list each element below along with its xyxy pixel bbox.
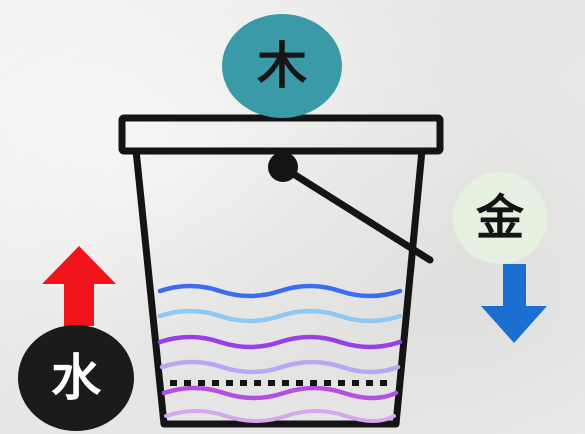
bucket-handle bbox=[280, 164, 434, 264]
water-wave-4 bbox=[159, 359, 401, 375]
metal-down-arrow-icon bbox=[481, 264, 547, 343]
metal-element-badge: 金 bbox=[453, 172, 547, 264]
bucket-rim bbox=[118, 114, 444, 155]
bucket-icon bbox=[118, 114, 444, 428]
wood-element-badge: 木 bbox=[222, 14, 342, 118]
metal-label: 金 bbox=[475, 190, 524, 246]
bucket-body bbox=[132, 149, 426, 428]
bucket-handle-pivot bbox=[268, 152, 298, 182]
water-up-arrow-icon bbox=[42, 246, 116, 326]
water-element-badge: 水 bbox=[18, 325, 134, 431]
down-arrow-shape bbox=[481, 264, 547, 343]
water-wave-2 bbox=[157, 308, 403, 324]
wood-label: 木 bbox=[257, 37, 307, 95]
water-wave-6 bbox=[164, 409, 396, 423]
water-label: 水 bbox=[51, 349, 101, 407]
up-arrow-shape bbox=[42, 246, 116, 326]
water-wave-1 bbox=[157, 283, 403, 299]
water-wave-3 bbox=[157, 334, 403, 350]
water-wave-5 bbox=[161, 385, 399, 401]
water-waves bbox=[157, 283, 403, 423]
